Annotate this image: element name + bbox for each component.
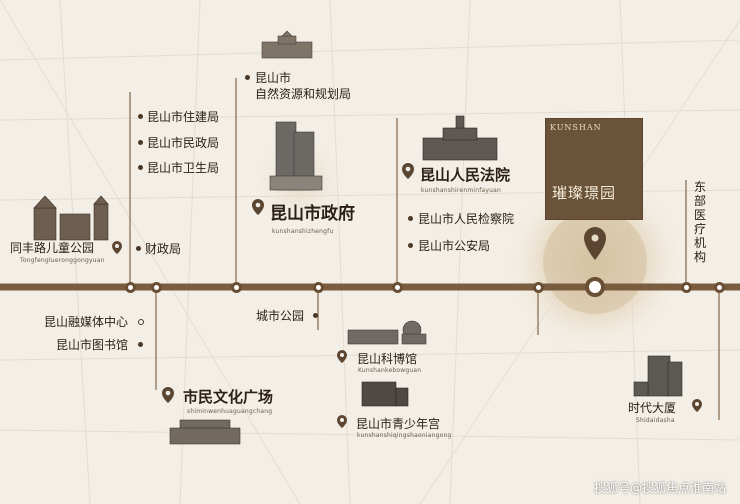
label-tushuguan: 昆山市图书馆: [56, 338, 129, 352]
label-rongmeiti: 昆山融媒体中心: [44, 315, 129, 329]
label-caizhengju: 财政局: [145, 242, 182, 256]
label-kebo-pinyin: Kunshankebowguan: [358, 367, 422, 374]
label-chengshigongyuan: 城市公园: [256, 309, 305, 323]
building-zhengfu: [269, 121, 323, 191]
building-fayuan: [422, 115, 498, 161]
dot-marker-icon: [138, 342, 143, 347]
road-node-shidai: [713, 281, 725, 293]
label-ziranziyuan-1: 昆山市: [255, 71, 292, 85]
label-shidai: 时代大厦: [628, 401, 677, 415]
project-pin-icon: [584, 227, 606, 260]
road-node-kebo: [532, 281, 544, 293]
road-node-dongbu: [680, 281, 692, 293]
connector-lines: [129, 78, 720, 420]
label-wenhua: 市民文化广场: [183, 388, 274, 406]
dot-marker-icon: [138, 140, 143, 145]
label-minzhengju: 昆山市民政局: [147, 136, 220, 150]
map-pin-icon: [337, 415, 347, 428]
project-ring: [543, 210, 647, 314]
dot-marker-icon: [138, 165, 143, 170]
dot-marker-icon: [313, 313, 318, 318]
dot-marker-icon: [136, 246, 141, 251]
label-zhujianju: 昆山市住建局: [147, 110, 220, 124]
label-ziranziyuan-2: 自然资源和规划局: [255, 87, 352, 101]
dot-marker-icon: [138, 114, 143, 119]
road-node-chengshigongyuan: [312, 281, 324, 293]
building-qingshaonian: [361, 381, 409, 407]
label-fayuan-pinyin: kunshanshirenminfayuan: [421, 187, 502, 194]
project-box: KUNSHAN 璀璨璟园: [545, 118, 643, 220]
building-kebo: [347, 320, 427, 345]
map-pin-icon: [692, 399, 702, 412]
label-qingshaonian-pinyin: kunshanshiqingshaoniangong: [357, 432, 452, 439]
watermark-text: 搜狐号@搜狐焦点淮南站: [593, 481, 726, 495]
label-weishengju: 昆山市卫生局: [147, 161, 220, 175]
map-pin-icon: [112, 241, 122, 254]
dot-marker-icon: [408, 216, 413, 221]
project-en-name: KUNSHAN: [550, 123, 602, 132]
label-jianchayuan: 昆山市人民检察院: [418, 212, 515, 226]
label-zhengfu: 昆山市政府: [270, 204, 355, 224]
label-wenhua-pinyin: shiminwenhuaguangchang: [187, 408, 273, 415]
label-fayuan: 昆山人民法院: [420, 166, 511, 184]
road-node-rongmeiti: [150, 281, 162, 293]
label-gonganju: 昆山市公安局: [418, 239, 491, 253]
label-dongbu: 东部医疗机构: [694, 180, 707, 264]
map-pin-icon: [402, 163, 414, 179]
map-pin-icon: [252, 199, 264, 215]
project-cn-name: 璀璨璟园: [552, 184, 617, 202]
road-node-ziranziyuan: [230, 281, 242, 293]
road-node-fayuan: [391, 281, 403, 293]
dot-marker-icon: [245, 75, 250, 80]
label-qingshaonian: 昆山市青少年宫: [356, 417, 441, 431]
building-wenhua: [169, 419, 241, 445]
label-shidai-pinyin: Shidaidasha: [636, 417, 675, 424]
road-node-project: [585, 277, 605, 297]
road-node-zhujianju: [124, 281, 136, 293]
dot-marker-icon: [138, 319, 144, 325]
dot-marker-icon: [408, 243, 413, 248]
building-ziranziyuan: [261, 30, 313, 59]
label-tongfeng: 同丰路儿童公园: [10, 241, 95, 255]
building-tongfeng: [33, 195, 109, 241]
label-zhengfu-pinyin: kunshanshizhengfu: [272, 228, 334, 235]
map-pin-icon: [162, 387, 174, 403]
label-kebo: 昆山科博馆: [357, 352, 418, 366]
label-tongfeng-pinyin: Tongfenglueronggongyuan: [20, 257, 105, 264]
map-pin-icon: [337, 350, 347, 363]
building-shidai: [633, 355, 683, 397]
